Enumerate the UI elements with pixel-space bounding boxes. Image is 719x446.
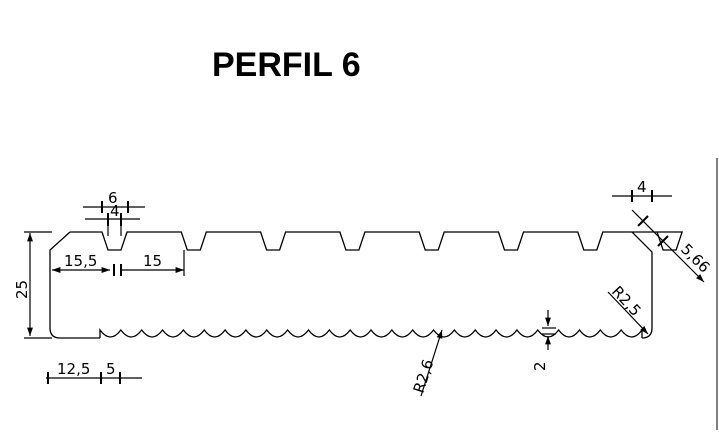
dim-corner-radius: R2,5	[607, 282, 649, 335]
profile-left-end	[49, 231, 100, 339]
dim-wave-depth: 2	[531, 310, 556, 371]
profile-right-end	[631, 231, 653, 339]
dim-wave-radius-label: R2,6	[410, 357, 438, 395]
dim-bottom-pitch-b-label: 5	[106, 360, 116, 378]
profile-outline	[49, 231, 684, 339]
dim-slot-pitch: 15	[120, 250, 185, 276]
dim-first-slot-offset-label: 15,5	[64, 252, 97, 270]
dim-bottom-pitch: 12,5 5	[46, 360, 142, 384]
dim-height-label: 25	[13, 280, 31, 299]
dim-chamfer-width: 4	[612, 178, 672, 202]
dim-slot-outer-label: 6	[108, 189, 118, 207]
dim-chamfer-length: 5,66	[631, 209, 714, 283]
profile-bottom-wave	[99, 328, 643, 338]
dim-corner-radius-label: R2,5	[608, 282, 645, 319]
dim-chamfer-width-label: 4	[637, 178, 647, 196]
dim-wave-radius: R2,6	[410, 329, 443, 397]
dim-wave-depth-label: 2	[531, 361, 549, 371]
dim-height: 25	[13, 231, 52, 339]
dim-bottom-pitch-a-label: 12,5	[57, 360, 90, 378]
dim-slot-inner: 4	[85, 202, 140, 236]
dim-chamfer-length-label: 5,66	[677, 240, 713, 276]
dim-slot-inner-label: 4	[110, 202, 120, 220]
dim-first-slot-offset: 15,5	[52, 252, 115, 276]
profile-top-edge	[70, 231, 684, 251]
drawing-title: PERFIL 6	[212, 46, 361, 84]
dim-slot-pitch-label: 15	[143, 252, 162, 270]
dim-slot-outer: 6	[83, 189, 145, 213]
